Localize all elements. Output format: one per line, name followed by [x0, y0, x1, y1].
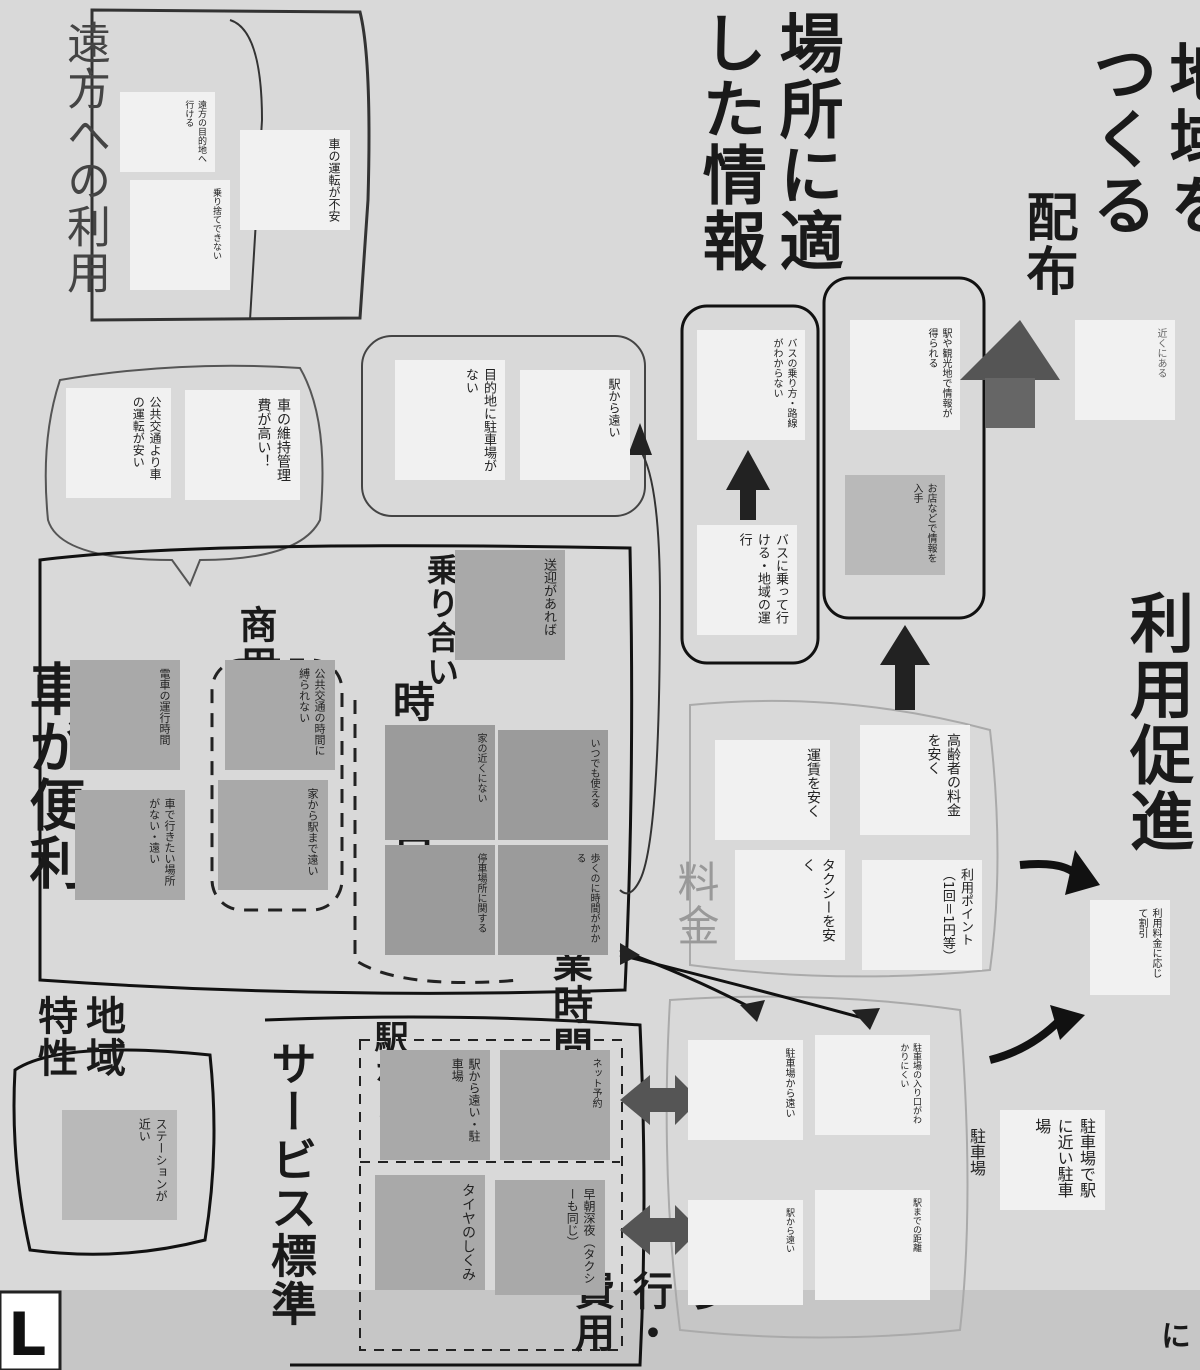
sticky-note: 利用料金に応じて割引	[1090, 900, 1170, 995]
sticky-note: 停車場所に関する	[385, 845, 495, 955]
heading-create-region: 地域をつくる	[1081, 40, 1200, 238]
sticky-note: 歩くのに時間がかかる	[498, 845, 608, 955]
sticky-note: 駐車場で駅に近い駐車場	[1000, 1110, 1105, 1210]
sticky-note: 電車の運行時間	[70, 660, 180, 770]
sticky-note: 家から駅まで遠い	[218, 780, 328, 890]
sticky-note: 公共交通より車の運転が安い	[66, 388, 171, 498]
sticky-note: 公共交通の時間に縛られない	[225, 660, 335, 770]
sticky-note: 駐車場	[967, 1128, 986, 1176]
sticky-note: 駅までの距離	[815, 1190, 930, 1300]
sticky-note: 運賃を安く	[715, 740, 830, 840]
sticky-note: 車の運転が不安	[240, 130, 350, 230]
sticky-note: 目的地に駐車場がない	[395, 360, 505, 480]
sticky-note: 駐車場から遠い	[688, 1040, 803, 1140]
edge-label-bottom: めに	[1155, 1320, 1200, 1352]
sticky-note: バスに乗って行ける・地域の運行	[697, 525, 797, 635]
heading-distribute: 配布	[1017, 190, 1077, 298]
sticky-note: 駅から遠い	[520, 370, 630, 480]
sticky-note: 家の近くにない	[385, 725, 495, 840]
sticky-note: お店などで情報を入手	[845, 475, 945, 575]
heading-service-std: サービス標準	[264, 1040, 318, 1328]
sticky-note: 駅から遠い・駐車場	[380, 1050, 490, 1160]
heading-place-info: 場所に適した情報	[691, 10, 843, 274]
sticky-note: 車で行きたい場所がない・遠い	[75, 790, 185, 900]
sticky-note: バスの乗り方・路線がわからない	[697, 330, 805, 440]
sticky-note: ステーションが近い	[62, 1110, 177, 1220]
sticky-note: 車の維持管理費が高い！	[185, 390, 300, 500]
sticky-note: タクシーを安く	[735, 850, 845, 960]
heading-region-unique: 地域特性	[31, 995, 125, 1079]
sticky-note: 高齢者の料金を安く	[860, 725, 970, 835]
sticky-note: 乗り捨てできない	[130, 180, 230, 290]
heading-charge: 料金	[671, 860, 720, 948]
sticky-note: ネット予約	[500, 1050, 610, 1160]
sticky-note: タイヤのしくみ	[375, 1175, 485, 1290]
edge-label-left: L	[8, 1300, 47, 1370]
sticky-note: 送迎があれば	[455, 550, 565, 660]
sticky-note: 遠方の目的地へ行ける	[120, 92, 215, 172]
heading-rental-cost: 遠方への利用	[59, 20, 110, 296]
heading-shared: 乗り合い	[422, 553, 460, 689]
sticky-note: いつでも使える	[498, 730, 608, 840]
sticky-note: 利用ポイント（1回＝1円等）	[862, 860, 982, 970]
heading-use-promote: 利用促進	[1119, 590, 1193, 854]
sticky-note: 駅や観光地で情報が得られる	[850, 320, 960, 430]
sticky-note: 早朝深夜（タクシーも同じ）	[495, 1180, 605, 1295]
sticky-note: 近くにある	[1075, 320, 1175, 420]
sticky-note: 駅から遠い	[688, 1200, 803, 1305]
sticky-note: 駐車場の入り口がわかりにくい	[815, 1035, 930, 1135]
